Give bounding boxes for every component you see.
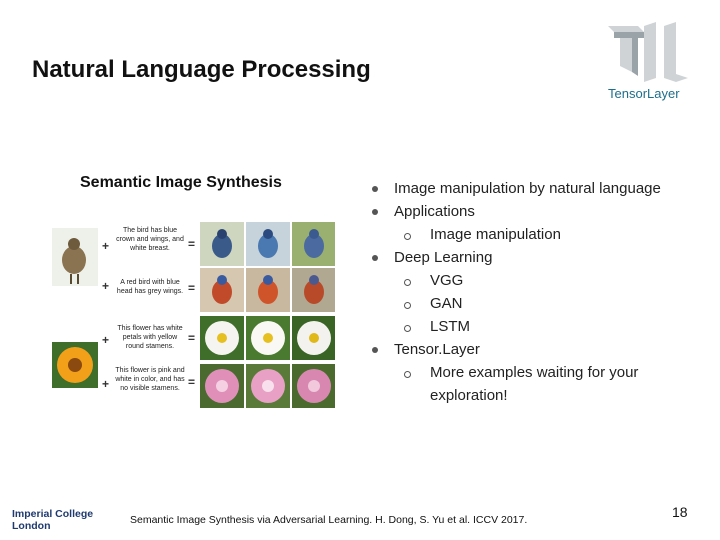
caption-4-line-1: This flower is pink and <box>115 367 184 374</box>
result-row-pink-flowers <box>200 364 335 408</box>
page-number: 18 <box>672 504 688 520</box>
bullet-text: Applications <box>394 203 475 220</box>
sub-bullet-ring-icon <box>404 325 411 332</box>
section-subtitle: Semantic Image Synthesis <box>80 174 282 191</box>
equals-icon: = <box>188 281 195 295</box>
source-flower-image <box>52 342 98 388</box>
sub-bullet-ring-icon <box>404 371 411 378</box>
caption-3-line-1: This flower has white <box>117 325 182 332</box>
caption-3-line-3: round stamens. <box>126 343 174 350</box>
sub-bullet-text: exploration! <box>430 387 508 404</box>
caption-1-line-2: crown and wings, and <box>116 236 184 243</box>
caption-1-line-3: white breast. <box>129 245 170 252</box>
caption-4-line-2: white in color, and has <box>114 376 185 383</box>
bullet-text: Tensor.Layer <box>394 341 480 358</box>
caption-2-line-2: head has grey wings. <box>117 288 183 295</box>
plus-icon: + <box>102 377 109 391</box>
tensorlayer-logo-icon <box>608 22 688 82</box>
sub-bullet-text: Image manipulation <box>430 226 561 243</box>
equals-icon: = <box>188 331 195 345</box>
imperial-logo-line-2: London <box>12 520 51 532</box>
sub-bullet-text: More examples waiting for your <box>430 364 639 381</box>
plus-icon: + <box>102 279 109 293</box>
result-row-blue-birds <box>200 222 335 266</box>
bullet-dot-icon <box>372 186 378 192</box>
result-row-red-birds <box>200 268 335 312</box>
plus-icon: + <box>102 239 109 253</box>
bullet-dot-icon <box>372 255 378 261</box>
plus-icon: + <box>102 333 109 347</box>
sub-bullet-text: VGG <box>430 272 464 289</box>
semantic-synthesis-figure: + + + + The bird has blue crown and wing… <box>52 222 335 408</box>
tensorlayer-wordmark: TensorLayer <box>608 86 680 101</box>
bullet-dot-icon <box>372 209 378 215</box>
slide-title: Natural Language Processing <box>32 56 371 83</box>
caption-1-line-1: The bird has blue <box>123 227 177 234</box>
caption-2-line-1: A red bird with blue <box>120 279 180 286</box>
equals-icon: = <box>188 237 195 251</box>
sub-bullet-text: LSTM <box>430 318 471 335</box>
imperial-college-logo: Imperial College London <box>12 508 102 532</box>
imperial-logo-line-1: Imperial College <box>12 508 94 520</box>
sub-bullet-text: GAN <box>430 295 463 312</box>
equals-icon: = <box>188 375 195 389</box>
source-bird-image <box>52 228 98 286</box>
sub-bullet-ring-icon <box>404 279 411 286</box>
bullet-text: Deep Learning <box>394 249 493 266</box>
sub-bullet-ring-icon <box>404 302 411 309</box>
bullet-dot-icon <box>372 347 378 353</box>
caption-4-line-3: no visible stamens. <box>120 385 180 392</box>
result-row-white-flowers <box>200 316 335 360</box>
citation-text: Semantic Image Synthesis via Adversarial… <box>130 514 528 526</box>
caption-3-line-2: petals with yellow <box>123 334 178 341</box>
sub-bullet-ring-icon <box>404 233 411 240</box>
bullet-text: Image manipulation by natural language <box>394 180 661 197</box>
